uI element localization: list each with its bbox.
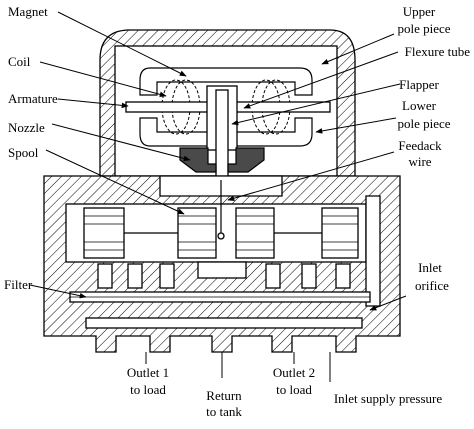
label-lower-pole-1: Lower [402,98,437,113]
label-armature: Armature [8,91,58,106]
label-outlet1-2: to load [130,382,166,397]
label-outlet1-1: Outlet 1 [127,365,169,380]
label-outlet2-1: Outlet 2 [273,365,315,380]
ports [97,261,351,289]
label-upper-pole-2: pole piece [397,21,450,36]
leaders [29,11,407,311]
label-return-2: to tank [206,404,242,419]
label-inlet-orifice-1: Inlet [418,260,442,275]
label-coil: Coil [8,54,31,69]
nozzle-block-right [227,147,265,173]
label-filter: Filter [4,277,33,292]
label-return-1: Return [206,388,242,403]
label-spool: Spool [8,145,39,160]
spool [83,207,359,259]
label-feedback-2: wire [408,154,431,169]
return-gallery [85,317,363,329]
magnet [139,67,313,96]
label-lower-pole-2: pole piece [397,116,450,131]
spool-bore-right [365,195,381,307]
outlet-ticks [145,352,331,382]
label-feedback-1: Feedack [398,138,442,153]
flapper [215,89,229,181]
label-inlet-supply: Inlet supply pressure [334,391,443,406]
nozzle-block [179,147,217,173]
label-nozzle: Nozzle [8,120,45,135]
label-outlet2-2: to load [276,382,312,397]
label-upper-pole-1: Upper [403,4,436,19]
label-magnet: Magnet [8,4,48,19]
label-inlet-orifice-2: orifice [415,278,449,293]
label-flapper: Flapper [399,77,439,92]
feedback-wire-tip [217,232,225,240]
magnet-lower [139,117,313,147]
label-flexure-tube: Flexure tube [405,44,471,59]
